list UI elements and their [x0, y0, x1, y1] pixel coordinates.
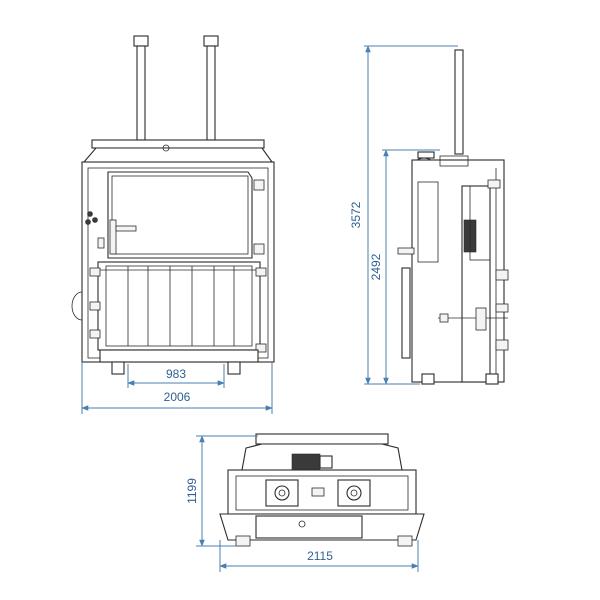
front-width-label: 2006	[164, 390, 191, 404]
front-inner-width-label: 983	[166, 367, 186, 381]
side-total-height-label: 3572	[349, 201, 363, 228]
top-view: 2115 1199	[185, 433, 425, 572]
front-view: 983 2006	[71, 35, 275, 414]
side-view: 3572 2492	[349, 45, 509, 385]
top-depth-label: 1199	[185, 478, 199, 504]
side-body-height-label: 2492	[369, 253, 383, 280]
top-width-label: 2115	[307, 549, 333, 563]
